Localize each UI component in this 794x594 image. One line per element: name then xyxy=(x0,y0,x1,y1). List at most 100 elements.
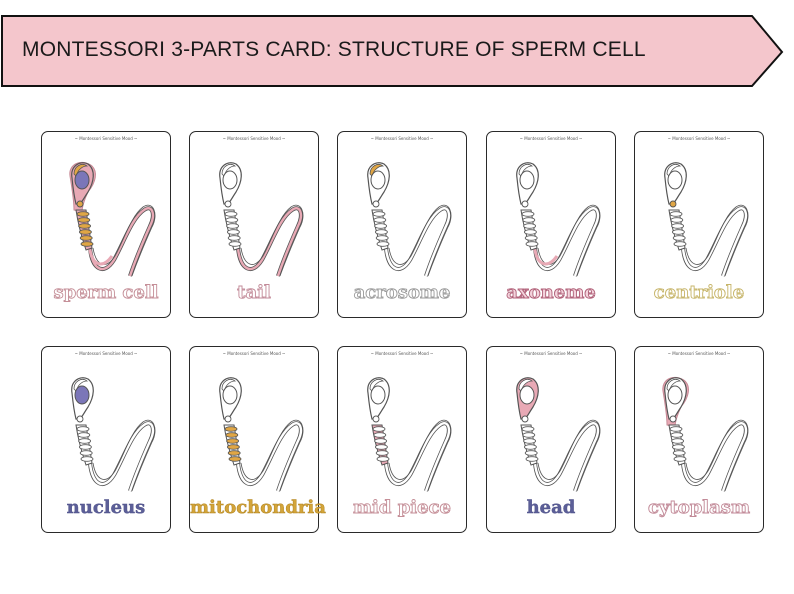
card-nucleus: ~ Montessori Sensitive Mood ~ nucleus xyxy=(41,346,171,533)
mitochondria-coil xyxy=(372,211,386,217)
mitochondria-coil xyxy=(79,450,93,456)
centriole-shape xyxy=(521,200,529,208)
mitochondria-coil xyxy=(522,432,536,438)
mitochondria-coil xyxy=(672,229,685,235)
sperm-cell-diagram xyxy=(664,162,749,277)
card-brand: ~ Montessori Sensitive Mood ~ xyxy=(667,136,731,141)
tail-strand xyxy=(537,204,601,277)
tail-fill xyxy=(384,422,451,492)
mitochondria-coil xyxy=(227,450,241,456)
card-label: head xyxy=(526,497,576,518)
mitochondria-coil xyxy=(525,241,539,247)
card-brand: ~ Montessori Sensitive Mood ~ xyxy=(370,351,434,356)
nucleus-shape xyxy=(74,385,90,405)
mitochondria-coil xyxy=(78,438,91,444)
mitochondria-coil xyxy=(77,432,91,438)
mitochondria-coil xyxy=(672,235,686,241)
mitochondria-coil xyxy=(524,235,538,241)
card-label: acrosome xyxy=(353,282,451,304)
mitochondria-coil xyxy=(670,217,684,223)
card-label: nucleus xyxy=(66,497,146,518)
card-brand: ~ Montessori Sensitive Mood ~ xyxy=(222,351,286,356)
mitochondria-coil xyxy=(227,235,241,241)
mitochondria-coil xyxy=(375,229,388,235)
mitochondria-coil xyxy=(79,235,93,241)
sperm-cell-diagram xyxy=(69,161,156,277)
tail-fill xyxy=(681,207,748,277)
tail-fill xyxy=(88,422,155,492)
card-brand: ~ Montessori Sensitive Mood ~ xyxy=(74,351,138,356)
nucleus-shape xyxy=(370,385,386,405)
tail-fill xyxy=(236,207,303,277)
card-acrosome: ~ Montessori Sensitive Mood ~ acrosome xyxy=(337,131,467,318)
mitochondria-coil xyxy=(669,426,683,432)
card-tail: ~ Montessori Sensitive Mood ~ tail xyxy=(189,131,319,318)
mitochondria-coil xyxy=(226,438,239,444)
mitochondria-coil xyxy=(373,217,387,223)
sperm-cell-diagram xyxy=(219,162,304,277)
mitochondria-coil xyxy=(76,211,90,217)
card-brand: ~ Montessori Sensitive Mood ~ xyxy=(222,136,286,141)
mitochondria-coil xyxy=(376,241,390,247)
card-label: mid piece xyxy=(352,497,452,519)
card-centriole: ~ Montessori Sensitive Mood ~ centriole xyxy=(634,131,764,318)
mitochondria-coil xyxy=(669,211,683,217)
mitochondria-coil xyxy=(76,426,90,432)
mitochondria-coil xyxy=(374,223,387,229)
tail-fill xyxy=(681,422,748,492)
card-brand: ~ Montessori Sensitive Mood ~ xyxy=(370,136,434,141)
card-brand: ~ Montessori Sensitive Mood ~ xyxy=(667,351,731,356)
banner-arrow-shape xyxy=(1,15,784,87)
mitochondria-coil xyxy=(228,241,242,247)
mitochondria-coil xyxy=(224,211,238,217)
mitochondria-coil xyxy=(375,450,389,456)
sperm-cell-diagram xyxy=(367,162,452,277)
nucleus-shape xyxy=(222,385,238,405)
card-sperm-cell: ~ Montessori Sensitive Mood ~ sperm cell xyxy=(41,131,171,318)
mitochondria-coil xyxy=(227,229,240,235)
mitochondria-coil xyxy=(524,444,537,450)
card-mitochondria: ~ Montessori Sensitive Mood ~ mitochondr… xyxy=(189,346,326,533)
mitochondria-coil xyxy=(226,223,239,229)
centriole-shape xyxy=(76,200,84,208)
mitochondria-coil xyxy=(673,241,687,247)
centriole-shape xyxy=(76,415,84,423)
mitochondria-coil xyxy=(225,217,239,223)
tail-fill xyxy=(533,207,600,277)
card-label: mitochondria xyxy=(190,497,326,519)
mitochondria-coil xyxy=(671,438,684,444)
tail-strand xyxy=(388,204,452,277)
tail-strand xyxy=(240,204,304,277)
mitochondria-coil xyxy=(375,444,388,450)
tail-strand xyxy=(240,419,304,492)
centriole-shape xyxy=(521,415,529,423)
centriole-shape xyxy=(372,200,380,208)
mitochondria-coil xyxy=(80,241,94,247)
tail-fill xyxy=(88,207,155,277)
mitochondria-coil xyxy=(523,438,536,444)
mitochondria-coil xyxy=(525,456,539,462)
card-axoneme: ~ Montessori Sensitive Mood ~ axoneme xyxy=(486,131,616,318)
mitochondria-coil xyxy=(522,217,536,223)
tail-strand xyxy=(537,419,601,492)
card-brand: ~ Montessori Sensitive Mood ~ xyxy=(519,136,583,141)
mitochondria-coil xyxy=(79,444,92,450)
sperm-cell-diagram xyxy=(662,376,749,492)
nucleus-shape xyxy=(222,170,238,190)
mitochondria-coil xyxy=(372,426,386,432)
card-head: ~ Montessori Sensitive Mood ~ head xyxy=(486,346,616,533)
nucleus-shape xyxy=(519,385,535,405)
nucleus-shape xyxy=(667,385,683,405)
card-label: cytoplasm xyxy=(647,497,751,519)
mitochondria-coil xyxy=(521,211,535,217)
card-label: tail xyxy=(237,282,272,304)
sperm-cell-diagram xyxy=(71,377,156,492)
nucleus-shape xyxy=(519,170,535,190)
mitochondria-coil xyxy=(228,456,242,462)
title-banner: MONTESSORI 3-PARTS CARD: STRUCTURE OF SP… xyxy=(0,0,794,90)
nucleus-shape xyxy=(667,170,683,190)
tail-fill xyxy=(236,422,303,492)
page-title: MONTESSORI 3-PARTS CARD: STRUCTURE OF SP… xyxy=(22,38,646,61)
mitochondria-coil xyxy=(225,432,239,438)
